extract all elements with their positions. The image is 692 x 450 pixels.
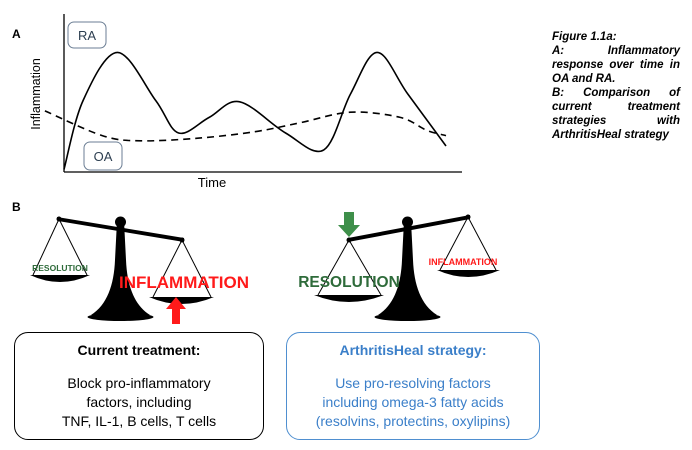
arthritisheal-strategy-line: including omega-3 fatty acids	[322, 394, 504, 410]
right-resolution-label: RESOLUTION	[298, 274, 400, 291]
arthritisheal-strategy-line: (resolvins, protectins, oxylipins)	[315, 413, 511, 429]
inflammation-chart: Inflammation Time RA OA	[29, 14, 462, 190]
figure-caption: Figure 1.1a: A: Inflammatory response ov…	[552, 30, 680, 142]
panel-a-label: A	[12, 27, 21, 41]
red-up-arrow-icon	[166, 297, 186, 324]
caption-title: Figure 1.1a:	[552, 31, 617, 43]
balance-scales: RESOLUTION INFLAMMATION RESOLUTION INFLA…	[30, 212, 500, 324]
series-line-oa	[44, 110, 447, 142]
left-balance-scale: RESOLUTION INFLAMMATION	[30, 216, 249, 324]
caption-line-a: A: Inflammatory response over time in OA…	[552, 45, 680, 85]
arthritisheal-strategy-line: Use pro-resolving factors	[335, 375, 491, 391]
arthritisheal-strategy-body: Use pro-resolving factors including omeg…	[287, 374, 539, 431]
current-treatment-line: TNF, IL-1, B cells, T cells	[61, 413, 217, 429]
ra-label-box: RA	[67, 21, 107, 49]
right-scale-stand	[378, 221, 437, 315]
green-down-arrow-icon	[338, 212, 360, 237]
left-resolution-label: RESOLUTION	[32, 263, 88, 273]
panel-b-label: B	[12, 200, 21, 214]
y-axis-label: Inflammation	[29, 58, 43, 130]
ra-label: RA	[78, 28, 96, 43]
arthritisheal-strategy-box: ArthritisHeal strategy: Use pro-resolvin…	[286, 332, 540, 440]
current-treatment-title: Current treatment:	[77, 342, 201, 358]
x-axis-label: Time	[198, 175, 226, 190]
left-scale-stand	[91, 221, 150, 315]
oa-label: OA	[94, 149, 113, 164]
left-inflammation-label: INFLAMMATION	[119, 273, 249, 292]
current-treatment-line: Block pro-inflammatory	[67, 375, 211, 391]
caption-line-b: B: Comparison of current treatment strat…	[552, 87, 680, 141]
current-treatment-line: factors, including	[86, 394, 192, 410]
current-treatment-body: Block pro-inflammatory factors, includin…	[15, 374, 263, 431]
series-line-ra	[63, 51, 447, 170]
current-treatment-box: Current treatment: Block pro-inflammator…	[14, 332, 264, 440]
series-layer	[44, 51, 447, 170]
arthritisheal-strategy-title: ArthritisHeal strategy:	[339, 342, 487, 358]
right-inflammation-label: INFLAMMATION	[429, 257, 498, 267]
oa-label-box: OA	[83, 141, 123, 171]
right-balance-scale: RESOLUTION INFLAMMATION	[298, 212, 500, 321]
